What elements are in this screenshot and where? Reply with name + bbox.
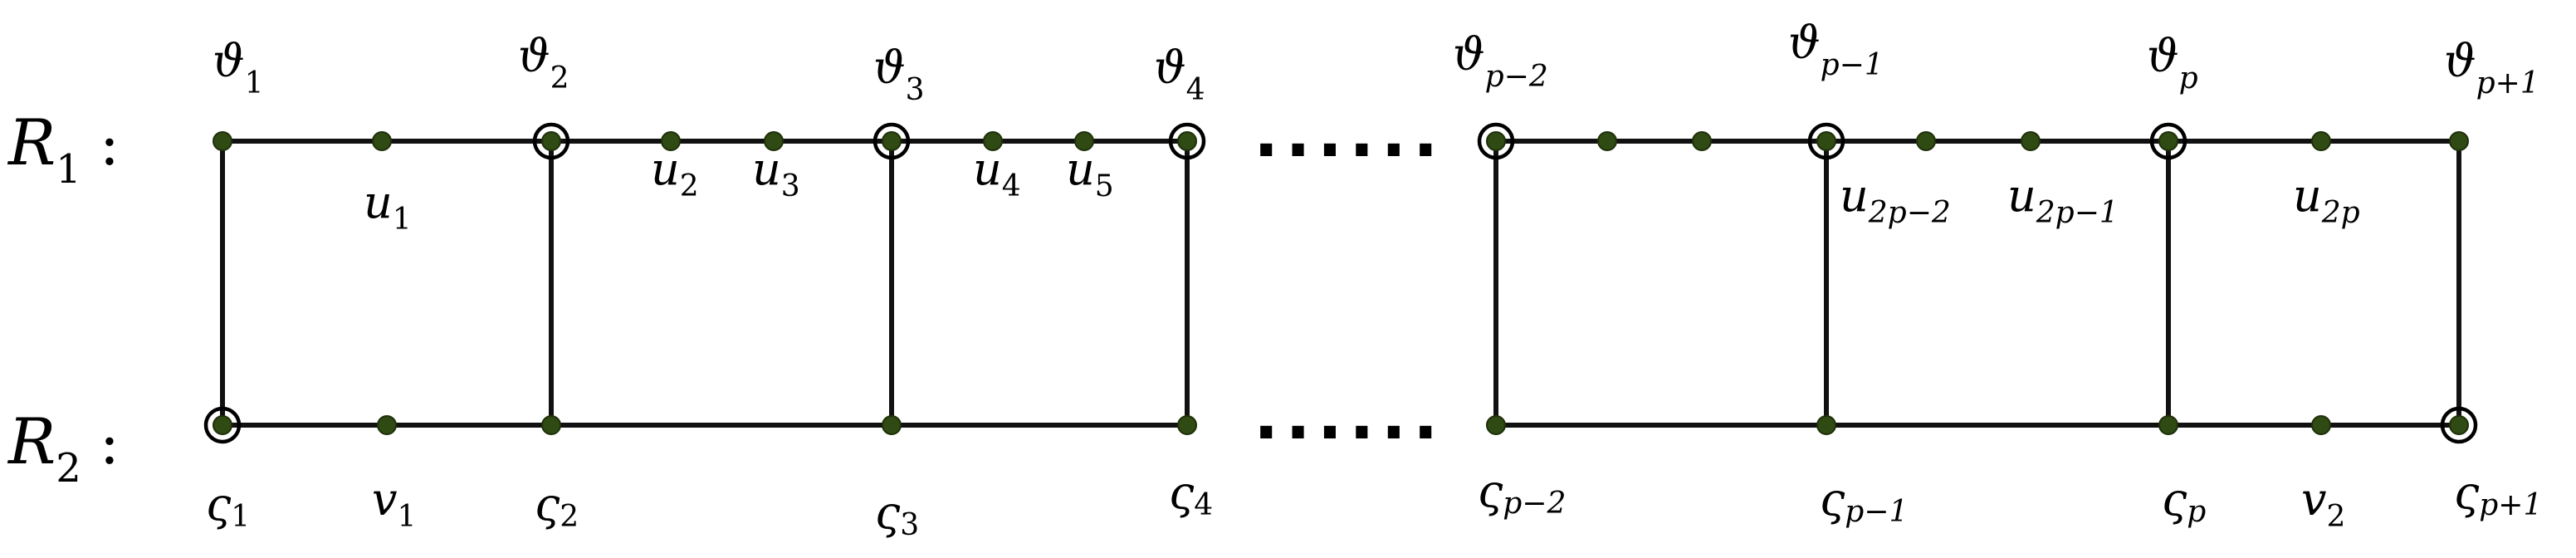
vertex-theta-4 xyxy=(1177,131,1197,151)
label-sigma-p-2: ςp−2 xyxy=(1478,465,1566,521)
label-u-1: u1 xyxy=(364,176,412,237)
vertex-sigma-1 xyxy=(213,415,232,435)
vertex-v-1 xyxy=(377,415,397,435)
vertex-u-2p-2 xyxy=(1916,131,1936,151)
vertex-theta-p+1 xyxy=(2449,131,2469,151)
label-theta-4: ϑ4 xyxy=(1154,42,1205,107)
vertex-sigma-3 xyxy=(882,415,902,435)
label-theta-p-1: ϑp−1 xyxy=(1788,17,1884,82)
label-sigma-3: ς3 xyxy=(875,487,919,542)
vertex-theta-p xyxy=(2158,131,2178,151)
label-sigma-p: ςp xyxy=(2162,473,2206,529)
vertex-theta-1 xyxy=(213,131,232,151)
vertex-u-2p-4 xyxy=(1597,131,1617,151)
label-sigma-p-1: ςp−1 xyxy=(1820,473,1908,529)
label-theta-p: ϑp xyxy=(2147,30,2198,95)
ellipsis-top: ...... xyxy=(1254,95,1444,172)
label-u-5: u5 xyxy=(1066,143,1114,203)
label-u-2: u2 xyxy=(651,143,699,203)
ring-theta-4 xyxy=(1168,122,1206,160)
vertex-sigma-p xyxy=(2158,415,2178,435)
vertex-sigma-4 xyxy=(1177,415,1197,435)
vertex-theta-2 xyxy=(541,131,561,151)
label-u-2p: u2p xyxy=(2293,169,2360,230)
label-theta-p+1: ϑp+1 xyxy=(2444,35,2539,100)
vertex-u-2 xyxy=(661,131,681,151)
label-theta-1: ϑ1 xyxy=(213,35,264,100)
ring-theta-p-2 xyxy=(1477,122,1515,160)
ring-theta-p xyxy=(2149,122,2187,160)
label-u-2p-1: u2p−1 xyxy=(2007,169,2119,230)
vertex-u-3 xyxy=(764,131,784,151)
label-sigma-4: ς4 xyxy=(1169,467,1213,522)
row-label-r1: R1: xyxy=(7,105,120,193)
vertex-theta-p-1 xyxy=(1816,131,1836,151)
vertex-v-2 xyxy=(2311,415,2331,435)
vertex-u-1 xyxy=(372,131,392,151)
ring-theta-2 xyxy=(532,122,570,160)
vertex-sigma-p+1 xyxy=(2449,415,2469,435)
vertex-theta-3 xyxy=(882,131,902,151)
ring-theta-3 xyxy=(873,122,911,160)
vertex-u-4 xyxy=(983,131,1003,151)
vertex-sigma-2 xyxy=(541,415,561,435)
label-sigma-2: ς2 xyxy=(535,478,579,534)
ring-sigma-1 xyxy=(203,406,242,444)
ellipsis-bottom: ...... xyxy=(1254,377,1444,454)
row-label-r2: R2: xyxy=(7,404,120,492)
vertex-u-5 xyxy=(1074,131,1094,151)
label-u-4: u4 xyxy=(973,143,1021,203)
label-theta-p-2: ϑp−2 xyxy=(1453,28,1548,94)
label-v-2: v2 xyxy=(2301,473,2345,534)
ring-theta-p-1 xyxy=(1807,122,1845,160)
vertex-u-2p xyxy=(2311,131,2331,151)
label-theta-2: ϑ2 xyxy=(518,30,569,95)
label-v-1: v1 xyxy=(372,473,416,534)
vertex-theta-p-2 xyxy=(1486,131,1506,151)
label-u-3: u3 xyxy=(752,143,800,203)
vertex-u-2p-3 xyxy=(1692,131,1712,151)
vertex-sigma-p-2 xyxy=(1486,415,1506,435)
vertex-u-2p-1 xyxy=(2021,131,2041,151)
label-sigma-p+1: ςp+1 xyxy=(2454,467,2542,522)
label-sigma-1: ς1 xyxy=(206,478,250,534)
ring-sigma-p+1 xyxy=(2440,406,2478,444)
vertex-sigma-p-1 xyxy=(1816,415,1836,435)
label-theta-3: ϑ3 xyxy=(873,42,925,107)
label-u-2p-2: u2p−2 xyxy=(1840,169,1951,230)
